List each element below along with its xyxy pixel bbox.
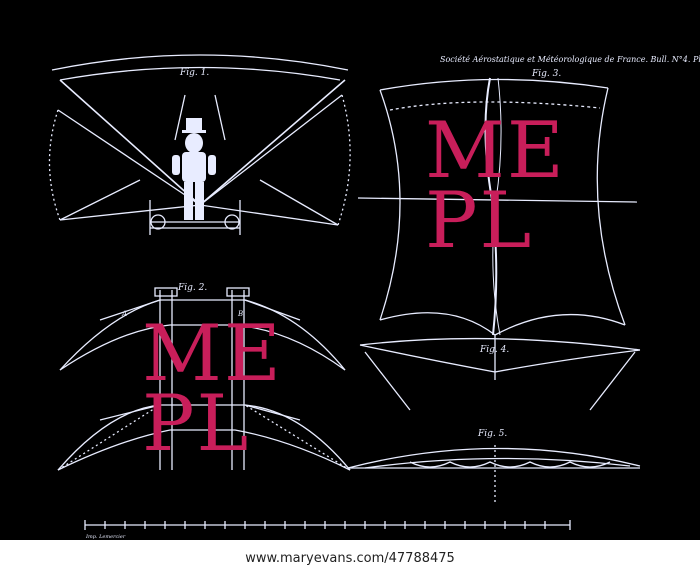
- figure-5-drawing: [347, 445, 641, 505]
- watermark-line-2: PL: [142, 379, 251, 469]
- watermark-line-2: PL: [425, 176, 534, 266]
- credit-footer: www.maryevans.com/47788475: [0, 540, 700, 577]
- watermark-line-1: ME: [425, 106, 566, 196]
- figure-1-drawing: [48, 54, 351, 235]
- figure-label-5: Fig. 5.: [477, 429, 507, 439]
- figure-label-2: Fig. 2.: [177, 283, 207, 293]
- marking-a: A: [121, 310, 127, 318]
- figure-label-3: Fig. 3.: [531, 69, 561, 79]
- marking-b: B: [237, 310, 243, 318]
- figure-label-1: Fig. 1.: [179, 68, 209, 78]
- watermark-line-1: ME: [142, 309, 283, 399]
- figure-4-drawing: [359, 335, 641, 411]
- scale-bar: [84, 520, 571, 530]
- watermark-logo-right: ME PL: [425, 112, 566, 260]
- figure-label-4: Fig. 4.: [479, 345, 509, 355]
- watermark-logo-left: ME PL: [142, 315, 283, 463]
- credit-text: www.maryevans.com/47788475: [245, 551, 455, 566]
- figure-2-drawing: [57, 287, 351, 471]
- plate-header: Société Aérostatique et Météorologique d…: [440, 55, 700, 64]
- scale-caption: Imp. Lemercier: [85, 534, 126, 540]
- engineering-plate: Société Aérostatique et Météorologique d…: [48, 54, 700, 540]
